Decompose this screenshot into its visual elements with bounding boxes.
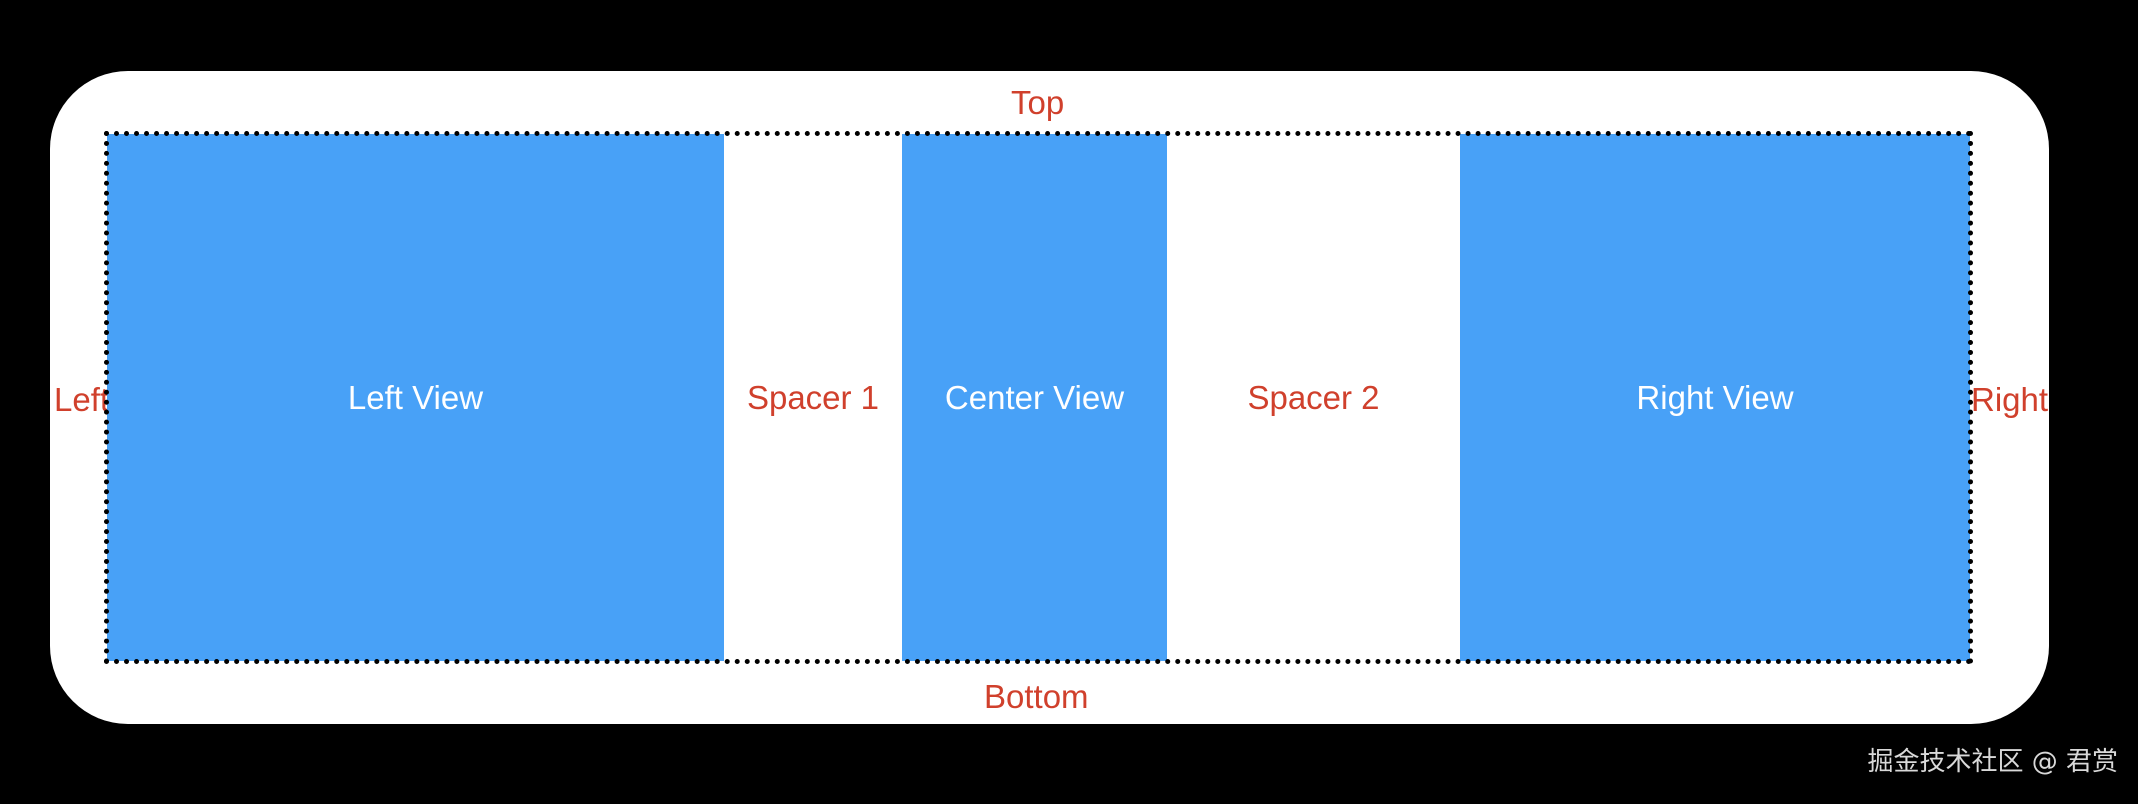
right-view-label: Right View [1636, 378, 1794, 416]
top-edge-label: Top [1011, 84, 1065, 121]
dotted-container-frame [104, 131, 1973, 664]
left-view: Left View [107, 134, 724, 661]
right-view: Right View [1460, 134, 1970, 661]
watermark-text: 掘金技术社区 @ 君赏 [1867, 747, 2118, 777]
bottom-edge-label: Bottom [984, 678, 1089, 715]
spacer-2-label: Spacer 2 [1247, 378, 1380, 416]
spacer-1-label: Spacer 1 [746, 378, 880, 416]
spacer-1: Spacer 1 [724, 134, 902, 661]
spacer-2: Spacer 2 [1167, 134, 1460, 661]
left-view-label: Left View [347, 378, 484, 416]
center-view-label: Center View [944, 378, 1125, 416]
right-edge-label-clip: Right [1971, 375, 2049, 425]
center-view: Center View [902, 134, 1167, 661]
left-edge-label: Left [54, 381, 110, 418]
right-edge-label: Right [1971, 381, 2049, 418]
